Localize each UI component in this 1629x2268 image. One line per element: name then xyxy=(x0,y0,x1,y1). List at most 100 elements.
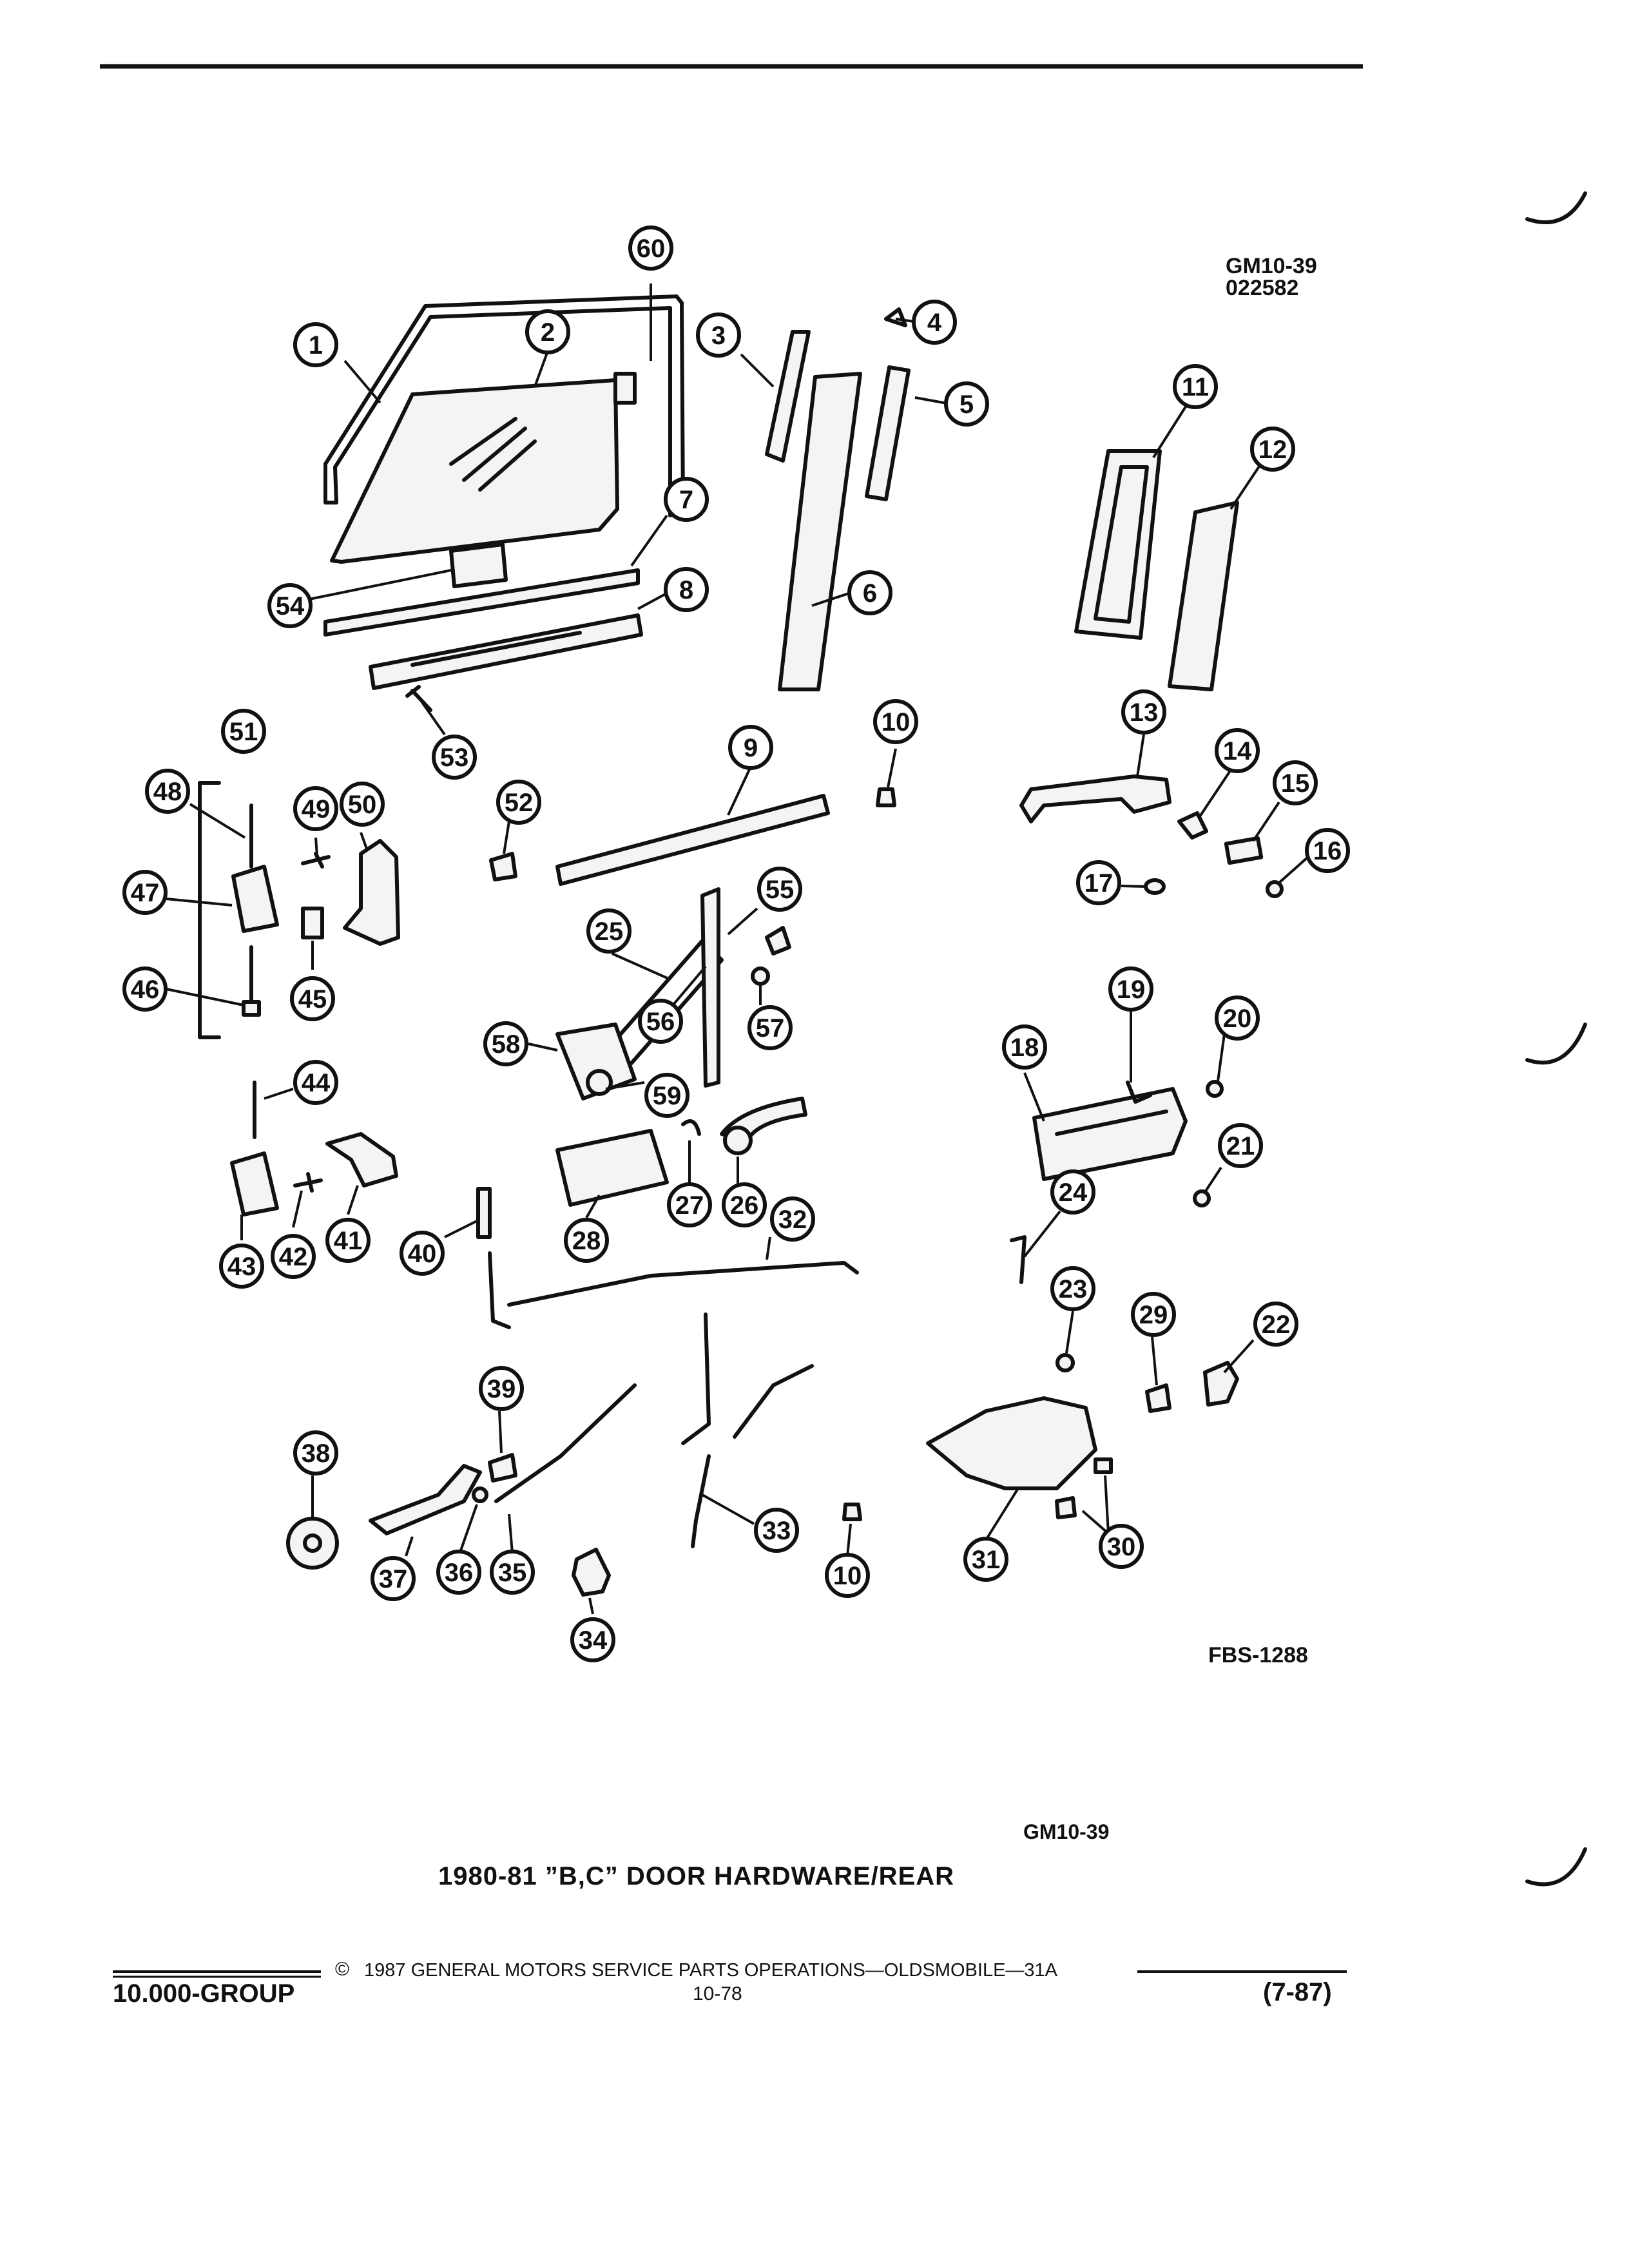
callout-30: 30 xyxy=(1099,1524,1144,1569)
regulator-plate xyxy=(555,1023,637,1100)
callout-29: 29 xyxy=(1131,1292,1176,1337)
callout-number: 60 xyxy=(637,235,666,263)
filler-strip xyxy=(865,365,911,501)
callout-53: 53 xyxy=(432,735,477,780)
callout-number: 2 xyxy=(541,318,555,347)
callout-27: 27 xyxy=(667,1182,712,1227)
callout-number: 46 xyxy=(131,975,160,1004)
clip-10-lower xyxy=(842,1503,862,1521)
sash-channel xyxy=(449,543,508,588)
front-run-channel xyxy=(765,330,811,463)
callout-number: 56 xyxy=(646,1008,675,1036)
callout-number: 14 xyxy=(1223,737,1252,765)
callout-number: 22 xyxy=(1262,1311,1291,1339)
callout-number: 23 xyxy=(1059,1275,1088,1303)
callout-15: 15 xyxy=(1273,760,1318,805)
callout-number: 10 xyxy=(833,1562,862,1590)
handle-link xyxy=(1126,1081,1152,1104)
callout-number: 27 xyxy=(675,1191,704,1220)
callout-number: 17 xyxy=(1084,869,1113,898)
callout-49: 49 xyxy=(293,786,338,831)
rod-24 xyxy=(1010,1235,1027,1284)
bushing-36 xyxy=(472,1486,488,1503)
callout-number: 52 xyxy=(505,789,534,817)
callout-51: 51 xyxy=(221,709,266,754)
callout-6: 6 xyxy=(847,570,892,615)
nut-21 xyxy=(1193,1189,1211,1207)
callout-17: 17 xyxy=(1076,860,1121,905)
callout-21: 21 xyxy=(1218,1123,1263,1168)
callout-number: 34 xyxy=(579,1626,608,1655)
figure-date: 022582 xyxy=(1226,276,1299,300)
lower-hinge-43 xyxy=(230,1151,279,1216)
lock-rod-40 xyxy=(476,1187,492,1239)
callout-number: 33 xyxy=(762,1517,791,1545)
callout-number: 29 xyxy=(1139,1301,1168,1329)
callout-number: 37 xyxy=(379,1565,408,1593)
lock-clip-30 xyxy=(1055,1496,1077,1519)
handle-plate xyxy=(1224,836,1264,865)
callout-33: 33 xyxy=(754,1508,799,1553)
revision-label: (7-87) xyxy=(1263,1978,1332,2006)
callout-39: 39 xyxy=(479,1366,524,1411)
screw-42 xyxy=(293,1172,323,1193)
callout-number: 35 xyxy=(498,1559,527,1587)
callout-number: 48 xyxy=(153,778,182,806)
callout-number: 44 xyxy=(302,1069,331,1097)
callout-number: 53 xyxy=(440,744,469,772)
callout-20: 20 xyxy=(1215,995,1260,1041)
callout-number: 39 xyxy=(487,1375,516,1403)
callout-3: 3 xyxy=(696,312,741,358)
callout-number: 59 xyxy=(653,1082,682,1110)
callout-number: 55 xyxy=(766,876,795,904)
callout-number: 24 xyxy=(1059,1178,1088,1207)
vent-glass xyxy=(1168,501,1239,691)
callout-32: 32 xyxy=(770,1196,815,1242)
callout-number: 26 xyxy=(730,1191,759,1220)
clip-39 xyxy=(488,1453,517,1483)
clip-4 xyxy=(884,307,907,327)
screw-23 xyxy=(1055,1353,1075,1372)
callout-number: 36 xyxy=(445,1559,474,1587)
callout-number: 32 xyxy=(778,1206,807,1234)
callout-42: 42 xyxy=(271,1234,316,1279)
glass-hatching xyxy=(449,417,537,492)
callout-number: 40 xyxy=(408,1240,437,1268)
callout-number: 5 xyxy=(959,390,974,419)
callout-number: 51 xyxy=(229,718,258,746)
callout-54: 54 xyxy=(267,583,313,628)
callout-28: 28 xyxy=(564,1218,609,1263)
door-actuator xyxy=(555,1129,669,1207)
callout-60: 60 xyxy=(628,226,673,271)
callout-number: 13 xyxy=(1130,698,1159,727)
callout-9: 9 xyxy=(728,725,773,770)
division-channel xyxy=(778,372,862,691)
callout-number: 12 xyxy=(1258,436,1287,464)
callout-5: 5 xyxy=(944,381,989,427)
callout-number: 16 xyxy=(1313,837,1342,865)
regulator-pivot xyxy=(586,1069,613,1096)
callout-number: 42 xyxy=(279,1243,308,1271)
lock-rod-33 xyxy=(681,1312,814,1548)
callout-47: 47 xyxy=(122,870,168,915)
knob-38 xyxy=(286,1517,339,1570)
callout-11: 11 xyxy=(1173,364,1218,409)
clip-10-upper xyxy=(876,787,896,807)
callout-number: 45 xyxy=(298,985,327,1014)
lock-actuator xyxy=(572,1548,611,1597)
regulator-roller xyxy=(765,926,791,956)
lock-rod-32 xyxy=(507,1261,859,1307)
callout-40: 40 xyxy=(400,1231,445,1276)
vent-frame xyxy=(1074,449,1162,640)
screw-53 xyxy=(405,685,432,712)
callout-number: 6 xyxy=(863,579,877,608)
figure-code: GM10-39 xyxy=(1226,254,1317,278)
caption-title: 1980-81 ”B,C” DOOR HARDWARE/REAR xyxy=(438,1862,955,1890)
callout-number: 20 xyxy=(1223,1004,1252,1033)
callout-35: 35 xyxy=(490,1550,535,1595)
callout-41: 41 xyxy=(325,1218,371,1263)
callout-number: 28 xyxy=(572,1227,601,1255)
callout-number: 43 xyxy=(227,1253,256,1281)
callout-10: 10 xyxy=(873,699,918,744)
